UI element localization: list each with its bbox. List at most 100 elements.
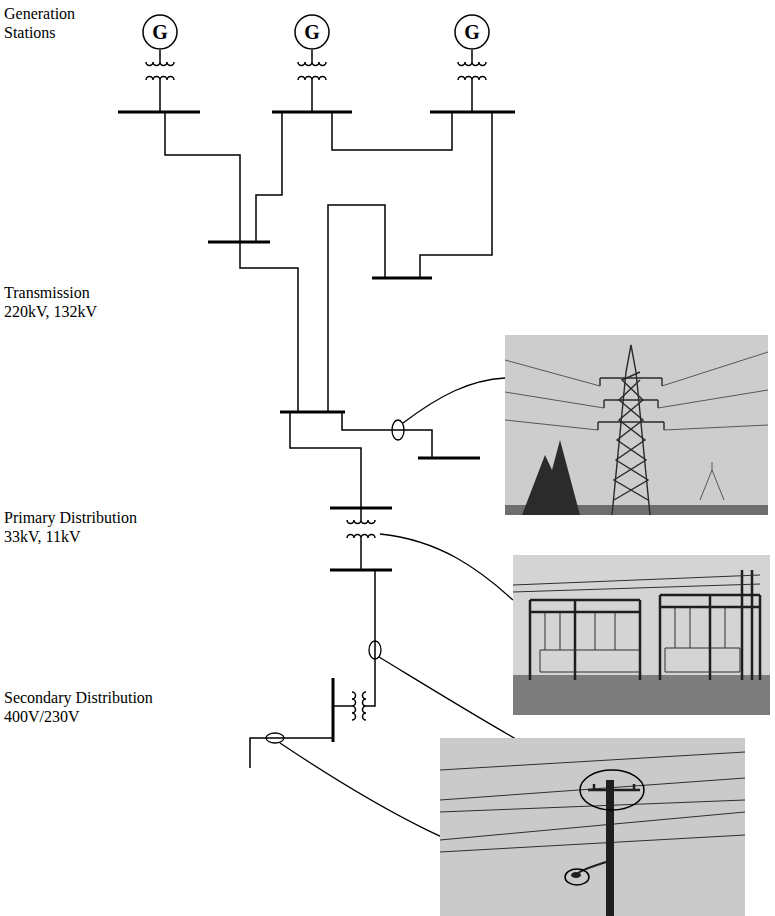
generator-transformers — [146, 50, 486, 720]
generator-circle-outline — [295, 15, 329, 49]
transformer-lead — [360, 538, 362, 570]
bus-bar — [332, 678, 335, 742]
distant-tower — [700, 462, 724, 500]
transmission-lines — [165, 112, 492, 768]
transformer-winding — [298, 77, 326, 81]
transmission-line — [342, 412, 432, 458]
step-up-transformer — [146, 50, 174, 112]
substation-steelwork — [530, 570, 760, 680]
transformer-lead — [159, 80, 161, 112]
callout-ellipse — [266, 733, 284, 743]
tower-photo — [505, 335, 768, 515]
text-holder: G — [294, 14, 330, 50]
bus-bars — [118, 112, 515, 742]
lattice-tower — [598, 345, 664, 515]
distribution-transformer — [347, 508, 375, 570]
service-line — [250, 738, 333, 768]
generator-circle: G — [454, 14, 490, 50]
tree-silhouette — [522, 440, 580, 515]
wire — [658, 352, 768, 430]
photo-sky — [513, 555, 770, 715]
transformer-winding — [347, 520, 375, 524]
overhead-wires — [440, 752, 745, 852]
bus-bar — [430, 111, 515, 114]
transmission-line — [332, 112, 452, 150]
transformer-lead — [471, 50, 473, 62]
generator-symbol: G — [464, 22, 480, 42]
photo-ground — [513, 675, 770, 715]
substation-photo — [513, 555, 770, 715]
transmission-line — [290, 412, 361, 508]
overhead-wires — [505, 352, 768, 500]
substation-details — [513, 575, 760, 672]
utility-pole — [606, 780, 614, 916]
transformer-lead — [311, 80, 313, 112]
pole-photo — [440, 738, 745, 916]
bus-bar — [118, 111, 200, 114]
wire — [505, 360, 604, 430]
insulators — [598, 378, 664, 430]
transmission-line — [420, 112, 492, 278]
streetlight-head — [571, 872, 581, 878]
generator-symbol: G — [304, 22, 320, 42]
pole-crossarm — [588, 784, 640, 790]
steel-frame — [530, 600, 640, 680]
section-label: Transmission 220kV, 132kV — [4, 283, 116, 321]
callout-ellipse — [580, 770, 644, 810]
generator-circle: G — [142, 14, 178, 50]
pole-transformer — [333, 570, 375, 720]
bus-bar — [208, 241, 270, 244]
insulator-stacks — [545, 607, 725, 650]
generator-circle-outline — [143, 15, 177, 49]
step-up-transformer — [298, 50, 326, 112]
photo-sky — [505, 335, 768, 515]
transformer-lead — [159, 50, 161, 62]
callout-ellipse — [369, 641, 381, 659]
tower-lattice — [614, 372, 648, 500]
text-holder: G — [142, 14, 178, 50]
bus-bar — [418, 457, 480, 460]
streetlight-arm — [578, 862, 606, 873]
bus-bar — [272, 111, 352, 114]
callout-ellipse — [392, 420, 404, 440]
tower-lattice — [614, 380, 648, 500]
section-label: Generation Stations — [4, 4, 96, 42]
leader-line — [403, 378, 505, 423]
transformer-winding — [458, 62, 486, 66]
transformer-winding — [146, 77, 174, 81]
transformer-lead — [311, 50, 313, 62]
transformer-winding — [363, 692, 366, 720]
switchgear — [540, 648, 740, 672]
bus-bar — [330, 569, 392, 572]
transmission-line — [240, 242, 298, 412]
text-holder: G — [454, 14, 490, 50]
step-up-transformer — [458, 50, 486, 112]
transformer-winding — [146, 62, 174, 66]
wire — [513, 575, 760, 592]
generator-circle-outline — [455, 15, 489, 49]
tower-crossarms — [598, 378, 664, 422]
generator-symbol: G — [152, 22, 168, 42]
section-label: Secondary Distribution 400V/230V — [4, 688, 184, 726]
transformer-winding — [347, 535, 375, 539]
transformer-winding — [298, 62, 326, 66]
transformer-lead — [471, 80, 473, 112]
wire — [440, 752, 745, 852]
section-label: Primary Distribution 33kV, 11kV — [4, 508, 156, 546]
photo-sky — [440, 738, 745, 916]
transformer-winding — [352, 692, 356, 720]
feeder-line — [366, 570, 375, 706]
generator-circle: G — [294, 14, 330, 50]
transmission-line — [256, 112, 282, 242]
transmission-line — [165, 112, 240, 242]
tower-legs — [612, 345, 650, 515]
leader-line — [380, 534, 513, 600]
callout-ellipse — [565, 869, 589, 885]
transformer-winding — [458, 77, 486, 81]
transmission-line — [328, 205, 385, 412]
bus-bar — [372, 277, 432, 280]
steel-mast — [742, 570, 752, 680]
